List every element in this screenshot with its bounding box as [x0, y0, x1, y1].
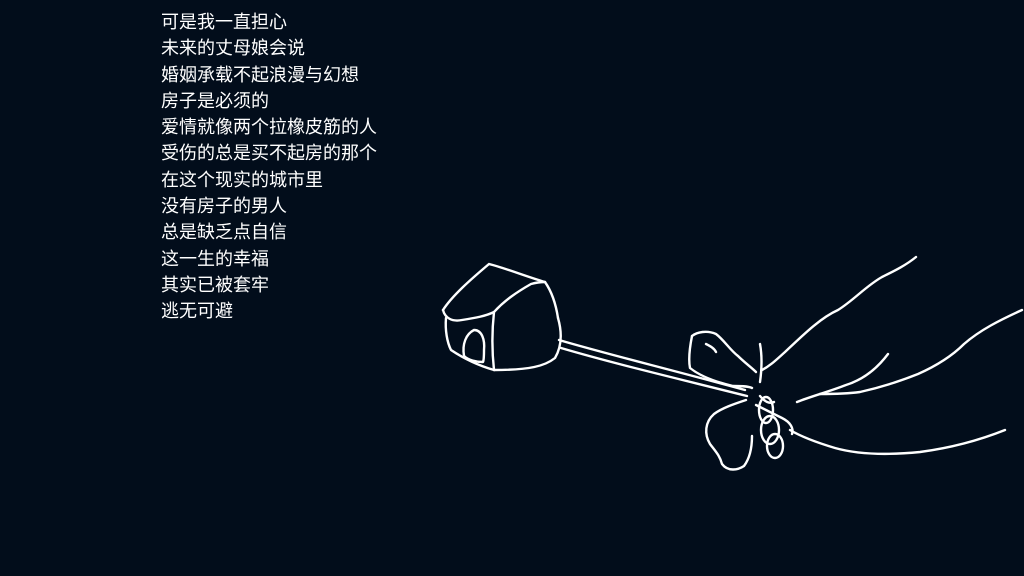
upper-hand-drawing [687, 255, 918, 390]
lyric-line: 在这个现实的城市里 [161, 169, 323, 191]
house-drawing [441, 262, 562, 372]
lyric-line: 其实已被套牢 [161, 274, 269, 296]
rope-drawing [557, 338, 749, 398]
lyric-line: 这一生的幸福 [161, 248, 269, 270]
lyric-line: 未来的丈母娘会说 [161, 38, 305, 60]
knot-drawing [757, 394, 785, 460]
lyrics-text-block: 可是我一直担心 未来的丈母娘会说 婚姻承载不起浪漫与幻想 房子是必须的 爱情就像… [161, 10, 377, 326]
lyric-line: 房子是必须的 [161, 90, 269, 112]
lyric-line: 总是缺乏点自信 [161, 222, 287, 244]
lyric-line: 可是我一直担心 [161, 12, 287, 33]
lyric-line: 逃无可避 [161, 301, 233, 323]
lyric-line: 爱情就像两个拉橡皮筋的人 [161, 117, 377, 139]
lyric-line: 婚姻承载不起浪漫与幻想 [161, 64, 359, 86]
lyric-line: 没有房子的男人 [161, 196, 287, 218]
lower-hand-drawing [705, 308, 1024, 471]
lyric-line: 受伤的总是买不起房的那个 [161, 143, 377, 165]
